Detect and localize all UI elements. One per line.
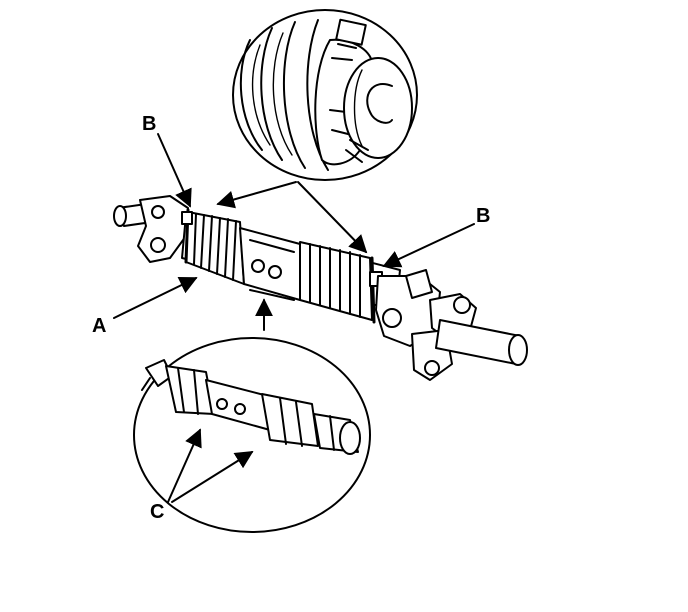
boot-clamp-detail-inset: [232, 9, 418, 181]
callout-label-b-right: B: [476, 205, 490, 227]
boots-removed-detail-inset: [133, 337, 371, 533]
callout-label-c: C: [150, 501, 164, 523]
callout-label-b-left: B: [142, 113, 156, 135]
callout-label-a: A: [92, 315, 106, 337]
leader-lines: [113, 133, 475, 503]
steering-rack-assembly: [113, 195, 528, 381]
